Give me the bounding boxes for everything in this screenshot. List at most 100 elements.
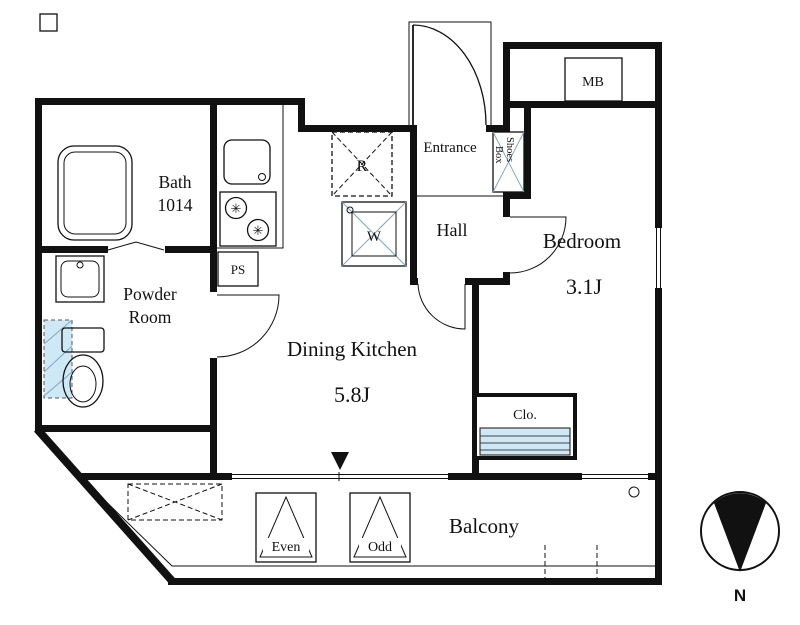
burner-icon xyxy=(224,196,248,220)
wall-segment xyxy=(410,278,418,285)
shoes-box-rect xyxy=(492,131,525,193)
kitchen-sink-icon xyxy=(223,139,271,185)
refrigerator-label: R xyxy=(357,158,368,175)
closet xyxy=(473,393,577,460)
meter-box-label: MB xyxy=(582,75,604,90)
toilet-bowl-icon xyxy=(62,354,104,408)
wall-segment xyxy=(524,101,531,199)
bath-label: Bath xyxy=(158,172,191,192)
wall-segment xyxy=(210,101,217,292)
diagonal-wall xyxy=(34,426,176,585)
hatch-even-label: Even xyxy=(272,540,301,555)
wall-segment xyxy=(35,246,108,253)
compass: N xyxy=(700,491,780,605)
window-gap xyxy=(582,471,648,482)
hatch-even-box xyxy=(255,492,317,563)
hatch-line xyxy=(43,345,73,373)
wall-segment xyxy=(35,425,215,432)
label-chip xyxy=(263,538,309,555)
drain-marker xyxy=(628,486,640,498)
burner-symbol: ✳ xyxy=(253,223,264,238)
vanity-sink-icon xyxy=(55,255,105,303)
closet-label: Clo. xyxy=(513,408,537,423)
hatch-odd-box xyxy=(349,492,411,563)
hatch-line xyxy=(43,371,73,397)
wall-segment xyxy=(503,42,510,132)
wall-segment xyxy=(503,101,662,108)
north-label: N xyxy=(734,586,746,605)
pipe-space-box xyxy=(217,251,259,287)
drain-icon xyxy=(258,173,266,181)
bath-size-label: 1014 xyxy=(158,195,193,215)
hatch-line xyxy=(341,201,407,267)
dining-kitchen-size-label: 5.8J xyxy=(334,382,371,407)
washer-label: W xyxy=(367,229,382,245)
kitchen-fixtures: ✳ ✳ xyxy=(217,105,284,287)
entrance-door xyxy=(408,21,492,126)
washer-space xyxy=(341,201,407,267)
toilet-bowl-inner xyxy=(69,365,97,403)
stove-icon xyxy=(219,191,277,247)
bedroom-door-arc xyxy=(509,216,567,274)
meter-box xyxy=(564,57,623,102)
wall-segment xyxy=(35,98,305,105)
windows xyxy=(232,228,663,482)
hatch-line xyxy=(492,131,525,193)
burner-icon xyxy=(246,218,270,242)
wall-segment xyxy=(165,246,210,253)
balcony-label: Balcony xyxy=(449,514,519,538)
wall-segment xyxy=(503,42,662,49)
wall-segment xyxy=(472,278,479,480)
sliding-door-marker xyxy=(331,452,349,470)
corner-marker xyxy=(39,13,58,32)
dk-door-arc xyxy=(417,283,466,330)
service-space-box xyxy=(127,483,223,521)
hatch-even-triangle xyxy=(259,495,313,558)
wall-segment xyxy=(168,578,662,585)
hatch-odd-triangle xyxy=(353,495,407,558)
label-chip xyxy=(359,538,401,555)
north-needle-icon xyxy=(714,493,766,572)
washer-tap-icon xyxy=(346,206,354,214)
bathtub-inner xyxy=(63,151,127,235)
vanity-basin xyxy=(60,260,100,298)
closet-shelf xyxy=(479,427,571,456)
refrigerator-box xyxy=(331,131,393,197)
entrance-label: Entrance xyxy=(423,140,477,156)
bathtub-icon xyxy=(57,145,133,241)
porch-outline xyxy=(408,21,492,125)
counter-edge xyxy=(217,105,284,249)
wall-segment xyxy=(298,98,305,132)
pipe-space-label: PS xyxy=(231,262,245,277)
bath-folding-door xyxy=(107,241,165,251)
wall-segment xyxy=(503,199,510,217)
room-labels: Bath 1014 Powder Room PS R W Entrance Sh… xyxy=(123,75,621,555)
balcony-inner-edge xyxy=(85,481,655,567)
door-swing-arc xyxy=(412,24,487,126)
powder-room-label-2: Room xyxy=(129,307,172,327)
bath-fixtures xyxy=(57,145,133,241)
window-gap xyxy=(232,471,448,482)
shoes-box-label-1: Shoes xyxy=(504,137,515,162)
powder-room-fixtures xyxy=(43,255,105,408)
hall-label: Hall xyxy=(437,220,468,240)
interior-doors xyxy=(107,195,567,358)
window-gap xyxy=(654,228,663,288)
wall-segment xyxy=(465,278,510,285)
bedroom-size-label: 3.1J xyxy=(566,274,603,299)
refrigerator-cross xyxy=(331,131,393,197)
balcony-features xyxy=(85,452,655,579)
shoes-box-label-2: Box xyxy=(493,146,504,164)
powder-room-label-1: Powder xyxy=(123,284,177,304)
wall-segment xyxy=(486,125,510,132)
wall-segment xyxy=(503,192,531,199)
hatch-odd-label: Odd xyxy=(368,540,392,555)
refrigerator-space xyxy=(331,131,393,197)
wall-segment xyxy=(410,125,417,285)
hatch-line xyxy=(43,319,73,345)
service-space-cross xyxy=(127,483,223,521)
shoes-box xyxy=(492,131,525,193)
wall-segment xyxy=(210,358,217,480)
washer-box xyxy=(351,211,397,257)
